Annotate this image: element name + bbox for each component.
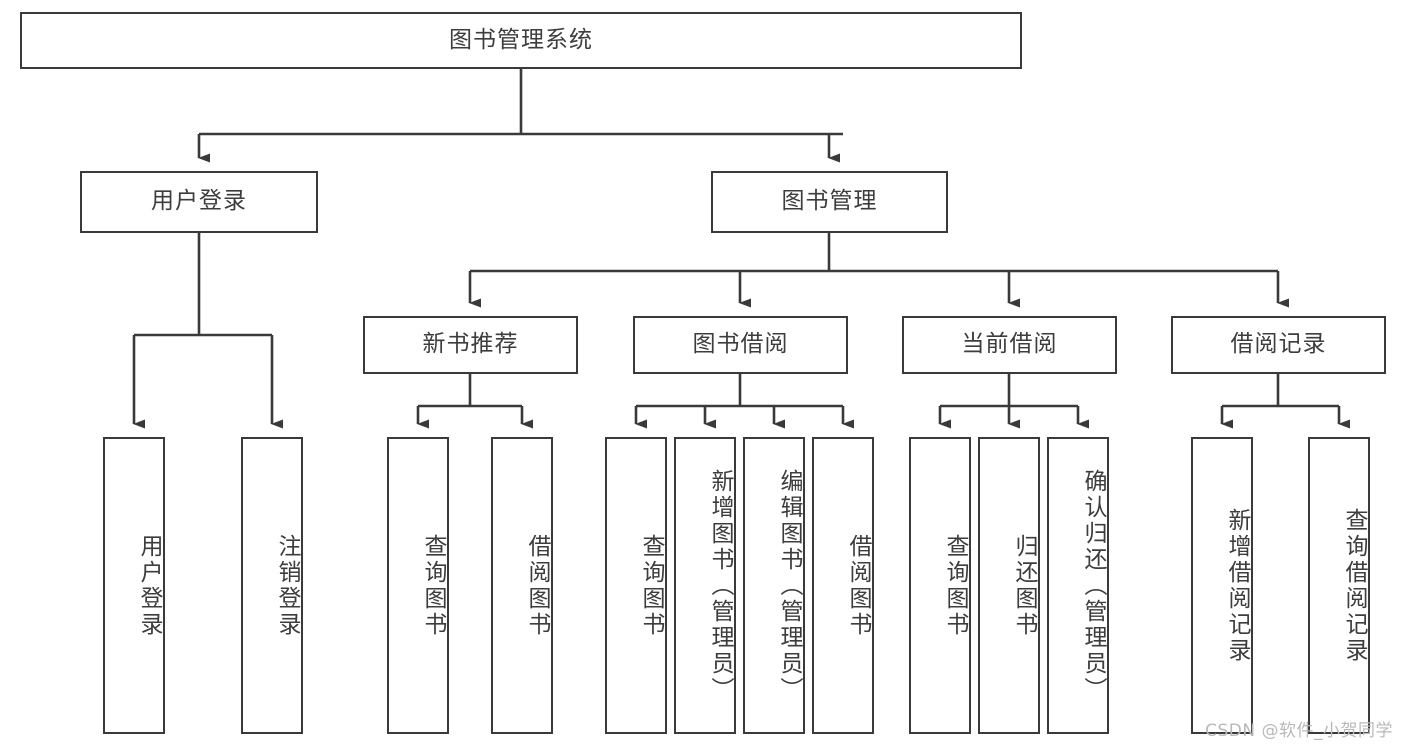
node-label: 查询图书 (638, 533, 664, 638)
node-label: 用户登录 (136, 533, 162, 638)
node-label: 图书借阅 (692, 331, 789, 358)
node-label: 借阅图书 (845, 533, 871, 638)
node-user-login[interactable]: 用户登录 (80, 171, 318, 233)
node-label: 注销登录 (274, 533, 300, 638)
node-current-borrow[interactable]: 当前借阅 (902, 316, 1117, 374)
node-borrow-record[interactable]: 借阅记录 (1171, 316, 1386, 374)
node-book-management[interactable]: 图书管理 (711, 171, 948, 233)
leaf-new-book-query[interactable]: 查询图书 (387, 437, 449, 734)
node-label: 借阅记录 (1230, 331, 1327, 358)
node-label: 归还图书 (1011, 533, 1037, 638)
node-label: 图书管理 (781, 188, 878, 215)
leaf-book-borrow-edit[interactable]: 编辑图书（管理员） (743, 437, 805, 734)
node-label: 当前借阅 (961, 331, 1058, 358)
leaf-new-book-borrow[interactable]: 借阅图书 (491, 437, 553, 734)
node-label: 借阅图书 (524, 533, 550, 638)
leaf-borrow-record-query[interactable]: 查询借阅记录 (1308, 437, 1370, 734)
node-label: 编辑图书（管理员） (776, 468, 802, 703)
node-book-borrow[interactable]: 图书借阅 (633, 316, 848, 374)
leaf-current-borrow-confirm-return[interactable]: 确认归还（管理员） (1047, 437, 1109, 734)
leaf-current-borrow-return[interactable]: 归还图书 (978, 437, 1040, 734)
node-label: 新增图书（管理员） (707, 468, 733, 703)
node-new-book-recommend[interactable]: 新书推荐 (363, 316, 578, 374)
node-label: 新增借阅记录 (1224, 507, 1250, 664)
leaf-user-login-logout[interactable]: 注销登录 (241, 437, 303, 734)
node-label: 确认归还（管理员） (1080, 468, 1106, 703)
leaf-book-borrow-borrow[interactable]: 借阅图书 (812, 437, 874, 734)
leaf-user-login-login[interactable]: 用户登录 (103, 437, 165, 734)
node-label: 图书管理系统 (449, 26, 593, 53)
leaf-borrow-record-add[interactable]: 新增借阅记录 (1191, 437, 1253, 734)
node-root-system[interactable]: 图书管理系统 (20, 12, 1022, 69)
leaf-book-borrow-add[interactable]: 新增图书（管理员） (674, 437, 736, 734)
node-label: 查询图书 (420, 533, 446, 638)
node-label: 新书推荐 (422, 331, 519, 358)
csdn-watermark: CSDN @软件_小贺同学 (1205, 721, 1393, 741)
leaf-book-borrow-query[interactable]: 查询图书 (605, 437, 667, 734)
node-label: 用户登录 (151, 188, 247, 215)
node-label: 查询图书 (942, 533, 968, 638)
leaf-current-borrow-query[interactable]: 查询图书 (909, 437, 971, 734)
node-label: 查询借阅记录 (1341, 507, 1367, 664)
